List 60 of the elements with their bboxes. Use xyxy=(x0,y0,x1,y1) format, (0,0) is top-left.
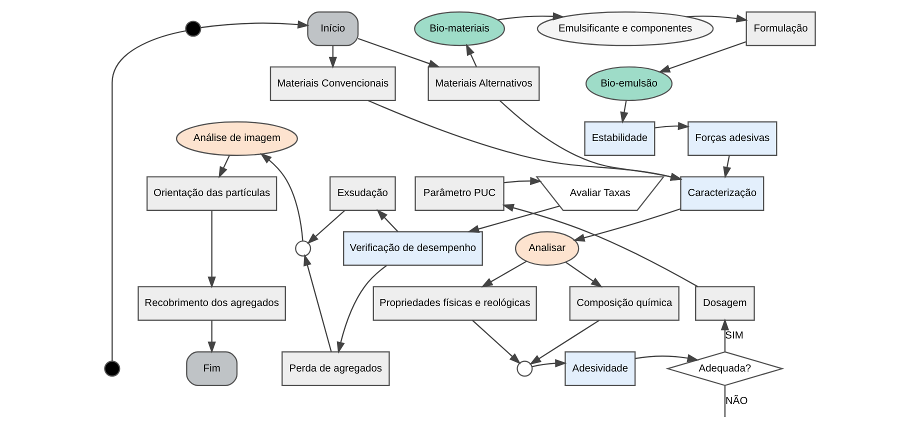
arrow xyxy=(481,260,527,288)
node-box: Exsudação xyxy=(329,176,396,211)
arrow xyxy=(504,176,542,186)
node-box: Parâmetro PUC xyxy=(414,176,504,211)
connector xyxy=(724,386,726,418)
node-ellipse: Análise de imagem xyxy=(176,121,298,156)
node-circle xyxy=(104,360,120,377)
node-box: Formulação xyxy=(746,11,816,46)
arrow xyxy=(472,320,521,364)
node-circle xyxy=(185,20,202,37)
node-box: Dosagem xyxy=(695,286,755,321)
node-box: Fim xyxy=(186,351,238,386)
node-box: Perda de agregados xyxy=(282,351,390,386)
arrow xyxy=(260,152,304,241)
arrow xyxy=(466,44,477,67)
arrow xyxy=(532,359,567,368)
node-circle xyxy=(516,360,533,377)
edge-label: NÃO xyxy=(725,396,748,407)
arrow xyxy=(498,12,565,20)
node-ellipse: Analisar xyxy=(514,231,580,266)
node-box: Forças adesivas xyxy=(688,121,778,156)
node-box: Materiais Convencionais xyxy=(270,66,396,102)
arrow xyxy=(654,122,690,130)
arrow xyxy=(328,46,337,69)
arrow xyxy=(720,318,730,352)
node-diamond: Adequada? xyxy=(666,351,784,386)
node-box: Adesividade xyxy=(564,351,636,386)
arrow xyxy=(304,254,332,352)
arrow xyxy=(635,354,700,362)
node-box: Verificação de desempenho xyxy=(343,231,483,266)
edge-label: SIM xyxy=(725,330,744,342)
arrow xyxy=(200,20,310,29)
arrow xyxy=(502,204,698,288)
arrow xyxy=(723,155,732,179)
arrow xyxy=(376,209,398,232)
arrow xyxy=(218,155,230,178)
arrow xyxy=(358,38,440,68)
arrow xyxy=(686,14,748,23)
node-ellipse: Bio-materiais xyxy=(414,11,506,46)
node-box: Recobrimento dos agregados xyxy=(138,286,286,321)
arrow xyxy=(658,41,746,72)
node-box: Estabilidade xyxy=(584,121,656,156)
node-box: Caracterização xyxy=(680,176,764,211)
arrow xyxy=(620,100,628,124)
connector xyxy=(112,30,186,362)
node-box: Composição química xyxy=(569,286,680,321)
node-box: Orientação das partículas xyxy=(146,176,278,211)
arrow xyxy=(336,264,387,354)
arrow xyxy=(467,205,560,233)
node-box: Propriedades físicas e reológicas xyxy=(372,286,537,321)
arrow xyxy=(307,210,346,244)
node-circle xyxy=(295,240,312,257)
arrow xyxy=(529,320,600,365)
arrow xyxy=(573,208,681,242)
arrow xyxy=(208,320,216,354)
node-box: Materiais Alternativos xyxy=(428,66,540,102)
node-ellipse: Bio-emulsão xyxy=(585,66,673,102)
arrow xyxy=(208,210,216,288)
node-box: Início xyxy=(307,11,359,46)
arrow xyxy=(565,262,603,288)
